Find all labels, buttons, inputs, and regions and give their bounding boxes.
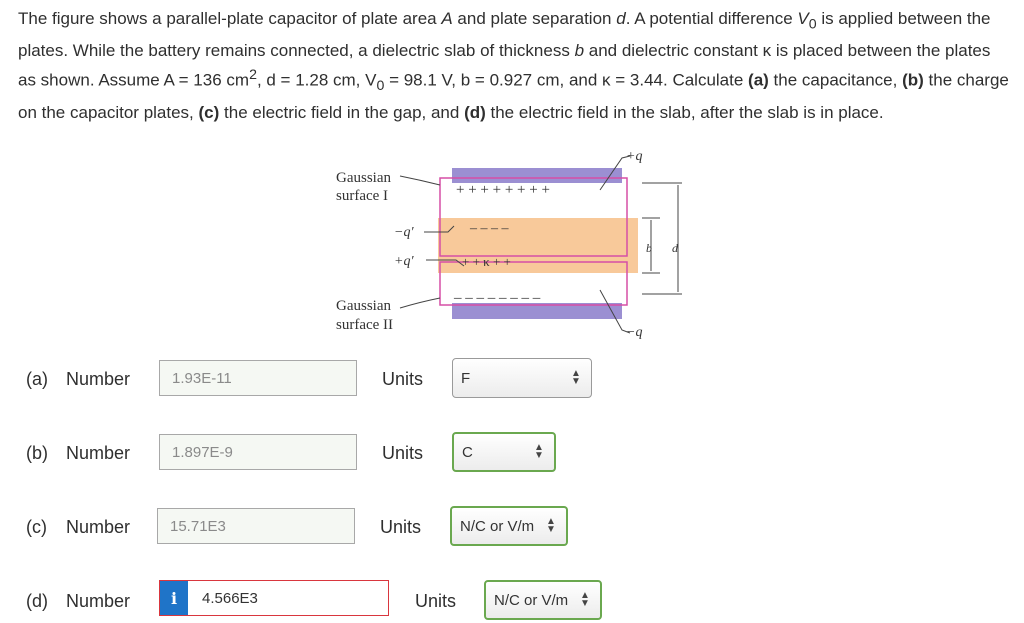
- var-V0: V: [797, 9, 809, 28]
- problem-text: the capacitance,: [768, 71, 903, 91]
- unit-a-select[interactable]: F ▲▼: [452, 358, 592, 398]
- problem-text: the electric field in the gap, and: [219, 102, 465, 122]
- given-values: , d = 1.28 cm, V: [256, 71, 377, 91]
- units-b-label: Units: [382, 443, 424, 463]
- capacitor-figure: + + + + + + + + – – – – + + κ + + – – – …: [336, 149, 682, 340]
- unit-c-value: N/C or V/m: [460, 517, 535, 535]
- row-a-label: (a) Number: [26, 369, 130, 390]
- row-c-label: (c) Number: [26, 517, 130, 538]
- minus-q-prime-label: −q′: [394, 225, 414, 240]
- leader-lines: [399, 155, 631, 334]
- unit-d-value: N/C or V/m: [494, 591, 569, 609]
- gaussian-surface-1-label: Gaussian: [336, 170, 391, 186]
- answer-d-value: 4.566E3: [202, 589, 258, 607]
- updown-arrow-icon: ▲▼: [580, 590, 590, 609]
- dimension-arrows: [642, 182, 682, 295]
- problem-statement: The figure shows a parallel-plate capaci…: [18, 6, 1013, 125]
- var-b: b: [574, 40, 585, 60]
- problem-text: is applied between the plates. While the…: [18, 9, 991, 60]
- part-a-marker: (a): [748, 71, 769, 91]
- plus-q-prime-label: +q′: [394, 254, 414, 269]
- gaussian-surface-2: [439, 261, 628, 306]
- units-a-label: Units: [382, 369, 424, 389]
- slab-bottom-charges: + + κ + +: [462, 254, 511, 269]
- answer-c-input[interactable]: 15.71E3: [157, 508, 355, 544]
- gaussian-surface-1-label-2: surface I: [336, 188, 388, 204]
- given-values: A = 136 cm: [163, 71, 250, 91]
- answer-b-input[interactable]: 1.897E-9: [159, 434, 357, 470]
- problem-text: . A potential difference: [625, 9, 798, 28]
- problem-text: the electric field in the slab, after th…: [485, 102, 884, 122]
- unit-b-value: C: [462, 443, 473, 461]
- updown-arrow-icon: ▲▼: [534, 442, 544, 461]
- gaussian-surface-2-label-2: surface II: [336, 317, 393, 333]
- plus-q-label: +q: [626, 149, 642, 164]
- updown-arrow-icon: ▲▼: [546, 516, 556, 535]
- unit-a-value: F: [461, 369, 471, 387]
- row-d-label: (d) Number: [26, 591, 130, 612]
- problem-text: The figure shows a parallel-plate capaci…: [18, 9, 442, 28]
- answer-a-input[interactable]: 1.93E-11: [159, 360, 357, 396]
- unit-d-select[interactable]: N/C or V/m ▲▼: [484, 580, 602, 620]
- top-plate-charges: + + + + + + + +: [456, 182, 550, 198]
- part-c-marker: (c): [198, 102, 220, 122]
- problem-text: and plate separation: [452, 9, 617, 28]
- minus-q-label: −q: [626, 325, 642, 340]
- answer-b-value: 1.897E-9: [172, 443, 233, 461]
- unit-c-select[interactable]: N/C or V/m ▲▼: [450, 506, 568, 546]
- answer-c-value: 15.71E3: [170, 517, 226, 535]
- var-V0-sub: 0: [808, 16, 817, 33]
- gaussian-surface-2-label: Gaussian: [336, 298, 391, 314]
- row-a-letter: (a): [26, 369, 48, 389]
- row-b-letter: (b): [26, 443, 48, 463]
- units-d-label: Units: [415, 591, 457, 611]
- var-d: d: [616, 9, 626, 28]
- b-dimension-label: b: [646, 241, 652, 255]
- unit-b-select[interactable]: C ▲▼: [452, 432, 556, 472]
- problem-text: the charge on the capacitor plates,: [18, 71, 1009, 122]
- squared-sup: 2: [249, 67, 257, 84]
- gaussian-surface-1: [439, 177, 628, 257]
- units-c-label: Units: [380, 517, 422, 537]
- d-dimension-label: d: [672, 241, 679, 255]
- dielectric-slab: [438, 218, 638, 273]
- problem-text: and dielectric constant κ is placed betw…: [18, 40, 991, 91]
- row-b-label: (b) Number: [26, 443, 130, 464]
- part-d-marker: (d): [464, 102, 486, 122]
- row-b-number-label: Number: [66, 443, 131, 463]
- bottom-plate: [452, 303, 622, 319]
- given-sub: 0: [376, 78, 385, 95]
- row-c-number-label: Number: [66, 517, 131, 537]
- updown-arrow-icon: ▲▼: [571, 368, 581, 387]
- bottom-plate-charges: – – – – – – – –: [453, 290, 541, 306]
- row-d-number-label: Number: [66, 591, 131, 611]
- info-icon[interactable]: i: [160, 581, 188, 615]
- given-values: = 98.1 V, b = 0.927 cm, and κ = 3.44. Ca…: [384, 71, 749, 91]
- answer-d-input[interactable]: i 4.566E3: [159, 580, 389, 616]
- answer-a-value: 1.93E-11: [172, 369, 232, 387]
- row-c-letter: (c): [26, 517, 47, 537]
- row-a-number-label: Number: [66, 369, 131, 389]
- part-b-marker: (b): [902, 71, 924, 91]
- row-d-letter: (d): [26, 591, 48, 611]
- slab-top-charges: – – – –: [469, 221, 510, 236]
- top-plate: [452, 168, 622, 183]
- var-A: A: [441, 9, 453, 28]
